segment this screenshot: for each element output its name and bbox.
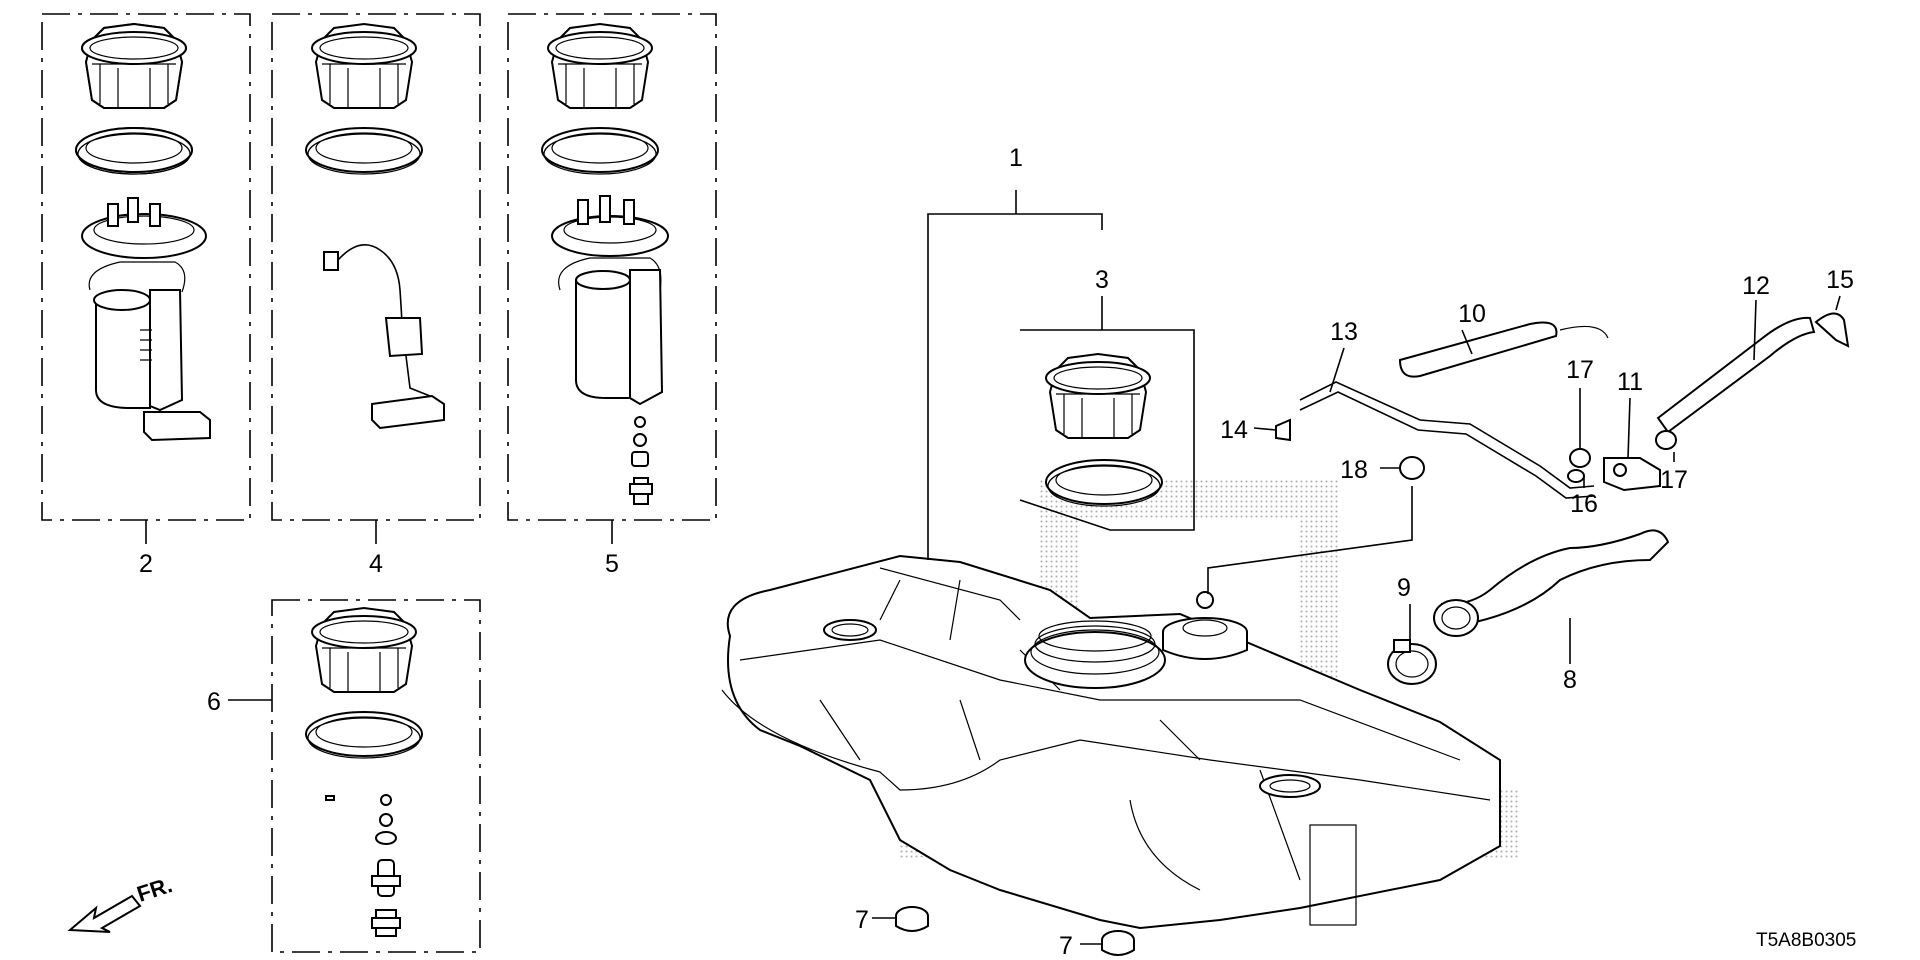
callout-1: 1 [1009,144,1023,172]
callout-3: 3 [1095,266,1109,294]
fuel-pump-module [81,197,211,442]
callout-2: 2 [139,550,153,578]
grommet-7-right [1101,930,1135,956]
fuel-pump-module-alt [551,195,669,505]
joint-11 [1603,457,1661,492]
clip-14 [1275,418,1291,442]
callout-17-left: 17 [1566,356,1594,384]
clip-16 [1567,469,1585,483]
tank-filler-opening [1024,620,1166,689]
group-box-6 [271,599,481,953]
callout-15: 15 [1826,266,1854,294]
callout-10: 10 [1458,300,1486,328]
clip-15 [1814,312,1850,348]
fuel-tank [721,554,1501,930]
fuel-level-sender [323,244,445,430]
vent-tube-13 [1299,381,1595,499]
group-3-bracket [1019,329,1195,531]
callout-12: 12 [1742,272,1770,300]
front-direction-arrow-icon [67,894,142,933]
callout-7-left: 7 [855,906,869,934]
callout-13: 13 [1330,318,1358,346]
diagram-code: T5A8B0305 [1756,930,1856,951]
callout-7-right: 7 [1059,932,1073,960]
breather-pipe-10 [1398,321,1609,378]
callout-4: 4 [369,550,383,578]
callout-16: 16 [1570,490,1598,518]
callout-6: 6 [207,688,221,716]
direction-label: FR. [134,872,175,907]
fuel-filter-set [325,794,401,937]
callout-8: 8 [1563,666,1577,694]
callout-9: 9 [1397,574,1411,602]
clip-17-left [1569,448,1591,468]
grommet-7-left [895,906,929,932]
callout-5: 5 [605,550,619,578]
hose-clamp-9 [1387,639,1437,685]
breather-hose-12 [1656,316,1816,434]
filler-neck-hose [1433,529,1670,637]
group-1-bracket [927,213,1103,560]
callout-14: 14 [1220,416,1248,444]
callout-18: 18 [1340,456,1368,484]
callout-17-right: 17 [1660,466,1688,494]
leader-lines [145,295,1841,945]
clip-17-right [1655,430,1677,450]
tank-vent-valve [1162,591,1248,660]
callout-11: 11 [1617,368,1643,396]
